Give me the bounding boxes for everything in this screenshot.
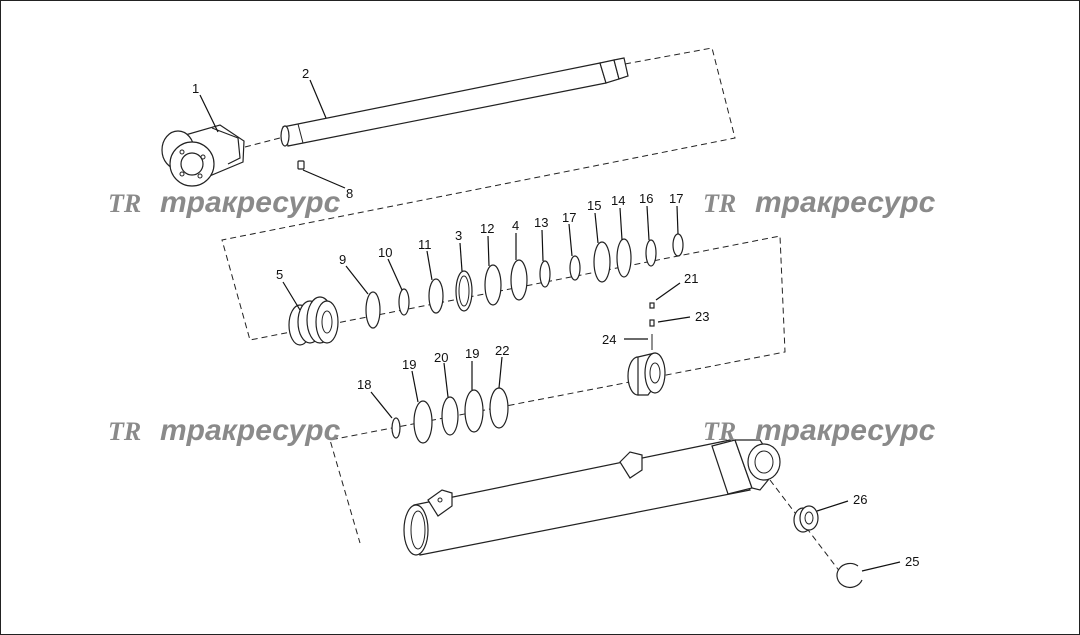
callout-8: 8: [346, 186, 353, 201]
centerline-eye-rod: [244, 137, 281, 148]
callout-13: 13: [534, 215, 548, 230]
callout-11: 11: [418, 237, 432, 252]
callout-16: 16: [639, 191, 653, 206]
rod-eye-part: [161, 124, 245, 187]
seal-rings-lower: [391, 387, 509, 444]
watermark-bottom-right: TR тракресурс: [703, 414, 936, 447]
leader-lines: [199, 79, 901, 572]
ring-4: [510, 259, 528, 301]
callout-17b: 17: [669, 191, 683, 206]
ring-17b: [672, 233, 684, 257]
watermark-text: тракресурс: [160, 414, 341, 447]
ring-9: [365, 291, 381, 329]
watermark-logo: TR: [703, 417, 736, 446]
ring-12: [484, 264, 502, 306]
callout-2: 2: [302, 66, 309, 81]
snap-ring-part: [836, 562, 863, 589]
ring-14: [616, 238, 632, 278]
callout-26: 26: [853, 492, 867, 507]
callout-23: 23: [695, 309, 709, 324]
callout-4: 4: [512, 218, 519, 233]
ring-10: [398, 288, 410, 316]
callout-19b: 19: [465, 346, 479, 361]
watermark-logo: TR: [108, 417, 141, 446]
callout-9: 9: [339, 252, 346, 267]
ring-11: [428, 278, 444, 314]
callout-10: 10: [378, 245, 392, 260]
callout-18: 18: [357, 377, 371, 392]
ring-18: [391, 417, 401, 439]
piston-part: [627, 302, 666, 396]
ring-16: [645, 239, 657, 267]
bushing-part: [793, 505, 819, 533]
ball-23: [649, 319, 655, 327]
callout-14: 14: [611, 193, 625, 208]
ring-20: [441, 396, 459, 436]
grease-fitting-part: [297, 160, 305, 170]
ring-15: [593, 241, 611, 283]
callout-12: 12: [480, 221, 494, 236]
callout-1: 1: [192, 81, 199, 96]
gland-part: [288, 296, 339, 346]
ring-19a: [413, 400, 433, 444]
callout-19a: 19: [402, 357, 416, 372]
watermark-top-right: TR тракресурс: [703, 186, 936, 219]
callout-5: 5: [276, 267, 283, 282]
callout-labels: 1 2 3 4 5 8 9 10 11 12 13 14 15 16 17 17…: [192, 66, 919, 569]
callout-24: 24: [602, 332, 616, 347]
watermark-text: тракресурс: [755, 414, 936, 447]
watermark-text: тракресурс: [160, 186, 341, 219]
centerline-bushing: [769, 479, 851, 586]
watermark-top-left: TR тракресурс: [108, 186, 341, 219]
callout-21: 21: [684, 271, 698, 286]
ring-19b: [464, 389, 484, 433]
callout-17a: 17: [562, 210, 576, 225]
ring-22: [489, 387, 509, 429]
ring-17a: [569, 255, 581, 281]
ring-13: [539, 260, 551, 288]
callout-25: 25: [905, 554, 919, 569]
callout-20: 20: [434, 350, 448, 365]
cylinder-tube-part: [403, 439, 781, 556]
watermark-text: тракресурс: [755, 186, 936, 219]
callout-22: 22: [495, 343, 509, 358]
screw-21: [649, 302, 655, 309]
piston-rod-part: [280, 57, 629, 147]
callout-3: 3: [455, 228, 462, 243]
seal-rings-upper: [365, 233, 684, 329]
watermark-logo: TR: [108, 189, 141, 218]
watermark-bottom-left: TR тракресурс: [108, 414, 341, 447]
ring-3: [455, 270, 473, 312]
callout-15: 15: [587, 198, 601, 213]
watermark-logo: TR: [703, 189, 736, 218]
